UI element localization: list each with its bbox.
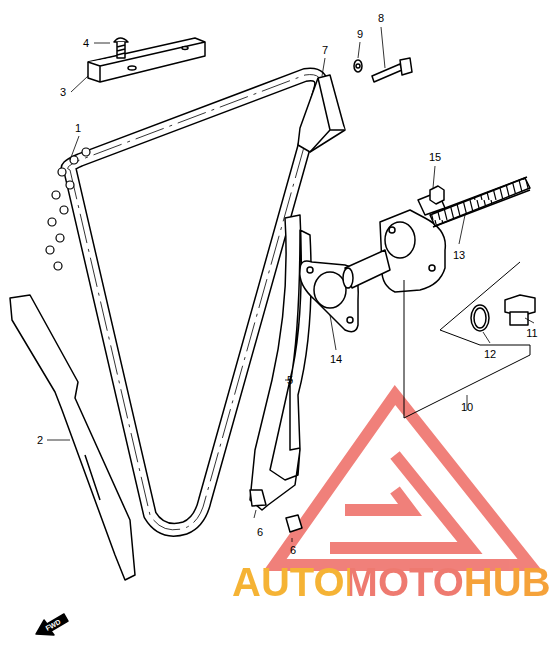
callout-number: 11 [526, 328, 537, 339]
bolt [372, 64, 402, 82]
callout-number: 7 [322, 45, 328, 56]
callout-number: 13 [453, 250, 465, 261]
tensioner-guide [250, 215, 311, 510]
cam-chain [68, 75, 321, 530]
spring [430, 178, 530, 226]
forward-arrow [36, 614, 68, 635]
callout-number: 15 [429, 152, 441, 163]
washer [354, 60, 362, 72]
callout-number: 2 [37, 435, 43, 446]
callout-number: 5 [287, 375, 293, 386]
callout-number: 1 [75, 123, 81, 134]
callout-number: 6 [257, 527, 263, 538]
gasket-ring [471, 305, 489, 331]
callout-number: 10 [461, 402, 473, 413]
callout-number: 6 [290, 545, 296, 556]
watermark-logo [275, 395, 530, 565]
callout-number: 3 [60, 87, 66, 98]
callout-number: 9 [357, 29, 363, 40]
chain-guide [10, 295, 135, 580]
top-guide [88, 38, 205, 82]
watermark: AUTOMOTOHUB [232, 562, 551, 602]
screw [114, 38, 128, 42]
callout-number: 8 [378, 13, 384, 24]
guide-stopper [298, 75, 345, 152]
callout-number: 12 [484, 349, 496, 360]
gasket [300, 261, 358, 332]
callout-number: 14 [330, 354, 342, 365]
callout-number: 4 [83, 38, 89, 49]
